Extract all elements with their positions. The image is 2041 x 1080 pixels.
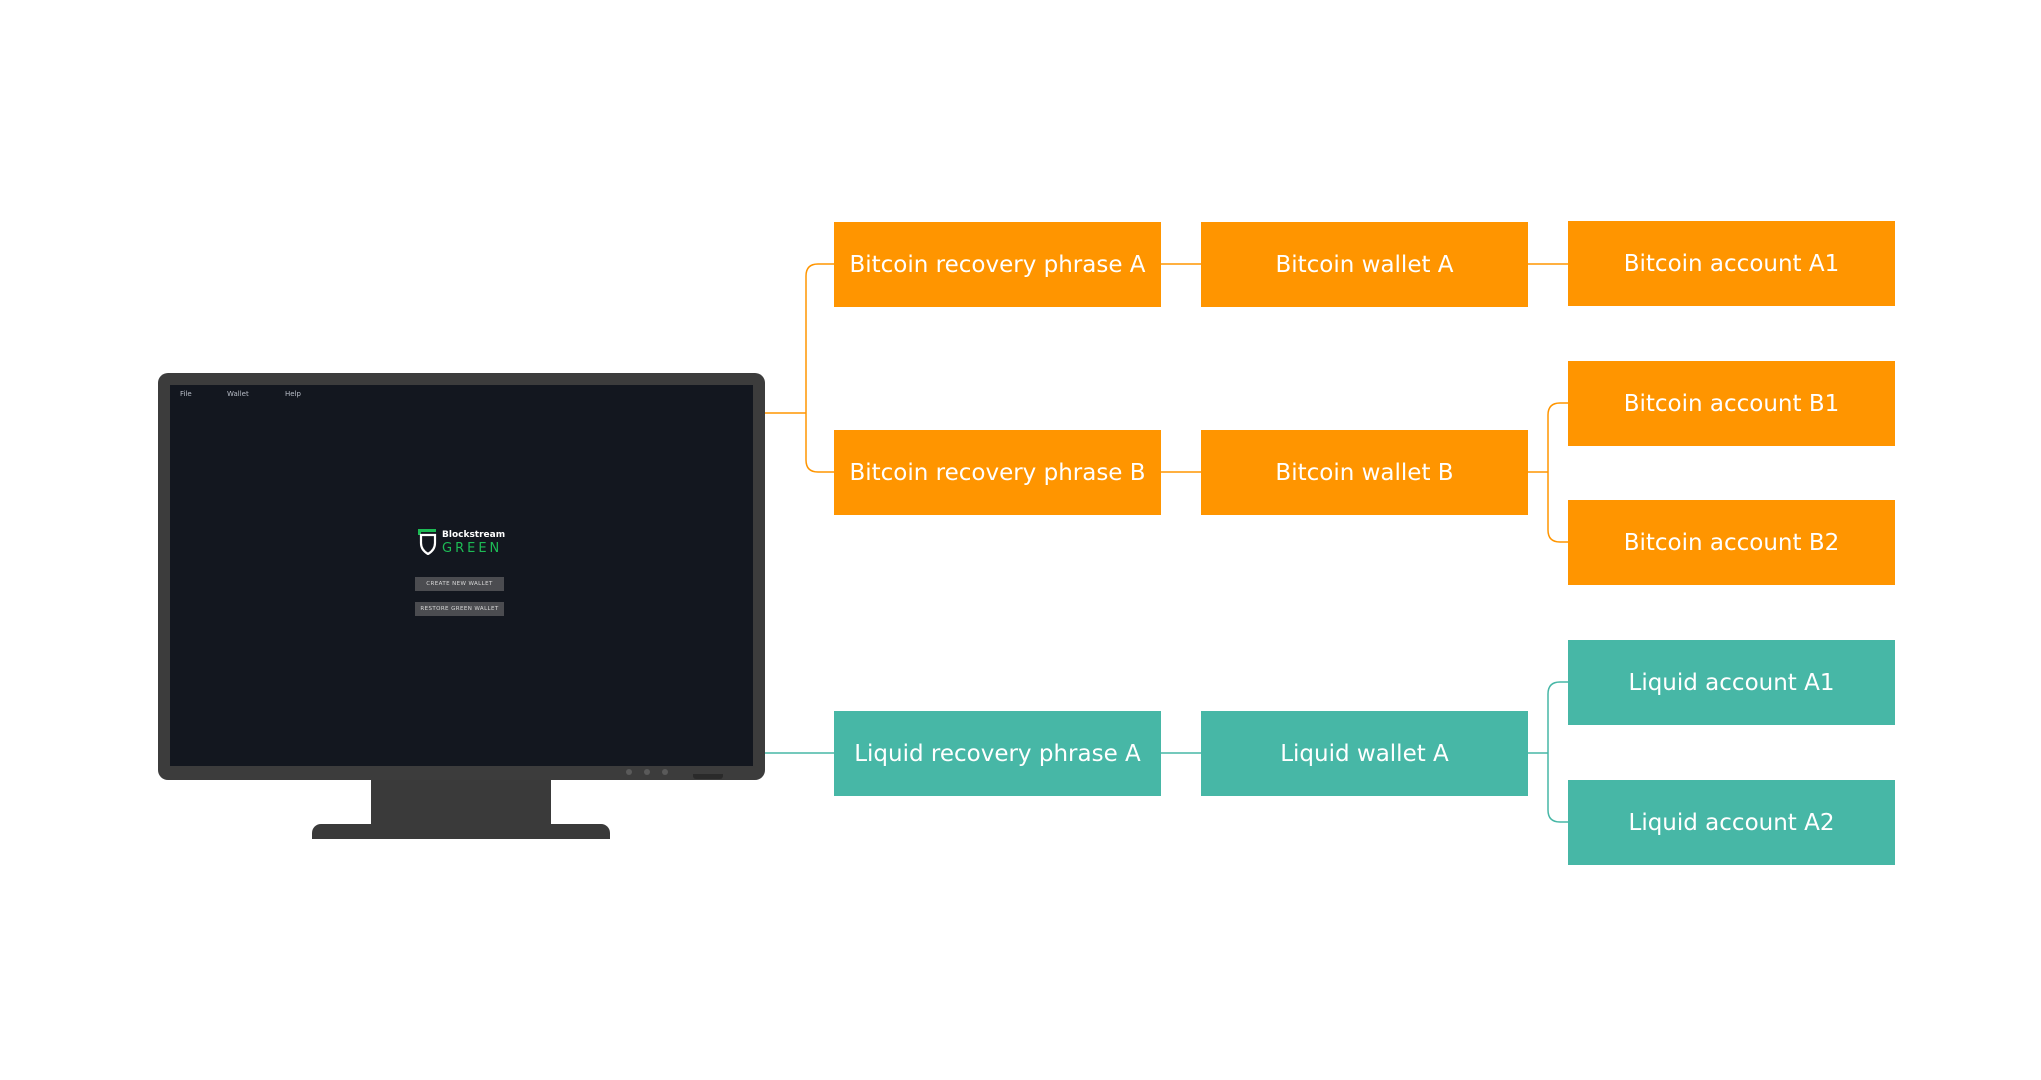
liquid-account-a1: Liquid account A1 (1568, 640, 1895, 725)
monitor-button-2 (644, 769, 650, 775)
monitor-neck (371, 780, 551, 824)
menu-bar: File Wallet Help (170, 385, 753, 401)
shield-icon (418, 529, 437, 555)
bitcoin-account-b1: Bitcoin account B1 (1568, 361, 1895, 446)
connector-monitor-to-bitcoin-phrases (765, 263, 834, 473)
monitor-button-1 (626, 769, 632, 775)
menu-wallet[interactable]: Wallet (227, 390, 249, 398)
monitor-button-3 (662, 769, 668, 775)
bitcoin-account-a1: Bitcoin account A1 (1568, 221, 1895, 306)
bitcoin-wallet-a: Bitcoin wallet A (1201, 222, 1528, 307)
liquid-recovery-phrase-a: Liquid recovery phrase A (834, 711, 1161, 796)
logo-brand: Blockstream (442, 530, 506, 540)
connector-wallet-b-to-accounts (1528, 402, 1568, 543)
connector-liquid-wallet-to-accounts (1528, 681, 1568, 823)
bitcoin-account-b2: Bitcoin account B2 (1568, 500, 1895, 585)
liquid-account-a2: Liquid account A2 (1568, 780, 1895, 865)
logo-name: GREEN (442, 541, 503, 556)
monitor-power-tab (693, 774, 723, 779)
app-screen: File Wallet Help Blockstream GREEN CREAT… (170, 385, 753, 766)
menu-help[interactable]: Help (285, 390, 301, 398)
monitor-base (312, 824, 610, 839)
create-new-wallet-button[interactable]: CREATE NEW WALLET (415, 577, 504, 591)
bitcoin-recovery-phrase-a: Bitcoin recovery phrase A (834, 222, 1161, 307)
restore-green-wallet-button[interactable]: RESTORE GREEN WALLET (415, 602, 504, 616)
bitcoin-wallet-b: Bitcoin wallet B (1201, 430, 1528, 515)
menu-file[interactable]: File (180, 390, 192, 398)
bitcoin-recovery-phrase-b: Bitcoin recovery phrase B (834, 430, 1161, 515)
monitor: File Wallet Help Blockstream GREEN CREAT… (158, 373, 765, 780)
liquid-wallet-a: Liquid wallet A (1201, 711, 1528, 796)
blockstream-green-logo: Blockstream GREEN (416, 527, 506, 561)
